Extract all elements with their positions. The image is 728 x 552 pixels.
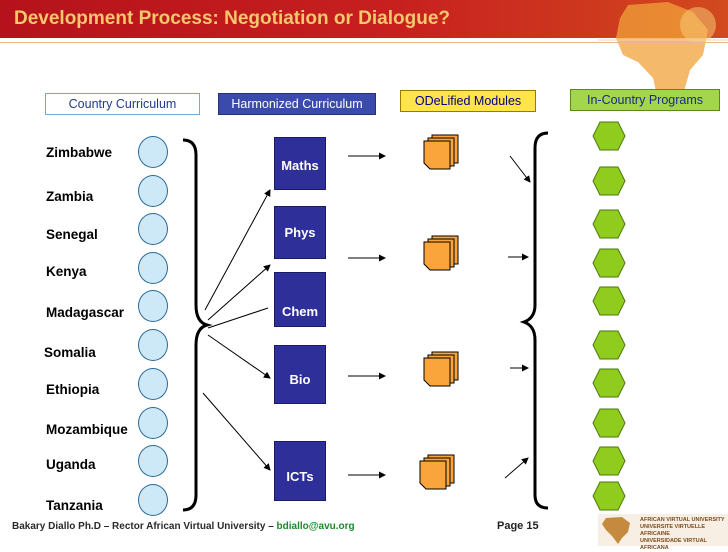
- footer-author: Bakary Diallo Ph.D – Rector African Virt…: [12, 521, 277, 532]
- footer-credit: Bakary Diallo Ph.D – Rector African Virt…: [12, 521, 355, 532]
- country-circle: [138, 445, 168, 477]
- page-title: Development Process: Negotiation or Dial…: [14, 8, 451, 29]
- program-hexagon-icon: [592, 446, 626, 476]
- country-circle: [138, 252, 168, 284]
- program-hexagon-icon: [592, 286, 626, 316]
- module-stack-icon: [423, 351, 459, 387]
- subject-box-maths: Maths: [274, 137, 326, 190]
- title-bar: [0, 0, 728, 38]
- country-label: Madagascar: [46, 305, 125, 320]
- subject-box-chem: Chem: [274, 272, 326, 327]
- header-harmonized-curriculum: Harmonized Curriculum: [218, 93, 376, 115]
- module-stack-icon: [419, 454, 455, 490]
- program-hexagon-icon: [592, 209, 626, 239]
- subject-label: Chem: [281, 304, 319, 319]
- program-hexagon-icon: [592, 368, 626, 398]
- subject-label: Maths: [281, 158, 319, 173]
- program-hexagon-icon: [592, 166, 626, 196]
- program-hexagon-icon: [592, 408, 626, 438]
- logo-line: AFRICAN VIRTUAL UNIVERSITY: [640, 517, 725, 523]
- header-in-country-programs: In-Country Programs: [570, 89, 720, 111]
- country-label: Zimbabwe: [46, 145, 113, 160]
- module-stack-icon: [423, 134, 459, 170]
- program-hexagon-icon: [592, 121, 626, 151]
- avu-logo-icon: [598, 514, 728, 546]
- country-label: Senegal: [46, 227, 98, 242]
- africa-map-decoration: [598, 2, 728, 112]
- subject-box-phys: Phys: [274, 206, 326, 259]
- country-label: Tanzania: [46, 498, 103, 513]
- country-circle: [138, 484, 168, 516]
- subject-label: Phys: [284, 225, 316, 240]
- country-label: Somalia: [44, 345, 96, 360]
- country-label: Kenya: [46, 264, 87, 279]
- subject-box-bio: Bio: [274, 345, 326, 404]
- country-circle: [138, 407, 168, 439]
- country-label: Ethiopia: [46, 382, 100, 397]
- program-hexagon-icon: [592, 481, 626, 511]
- header-country-curriculum: Country Curriculum: [45, 93, 200, 115]
- footer-email-link[interactable]: bdiallo@avu.org: [276, 521, 355, 532]
- country-circle: [138, 290, 168, 322]
- country-circle: [138, 329, 168, 361]
- avu-logo-text: AFRICAN VIRTUAL UNIVERSITY UNIVERSITE VI…: [640, 517, 728, 552]
- module-stack-icon: [423, 235, 459, 271]
- logo-line: UNIVERSITE VIRTUELLE AFRICAINE: [640, 524, 706, 537]
- header-odelified-modules: ODeLified Modules: [400, 90, 536, 112]
- title-underline: [0, 42, 728, 43]
- country-circle: [138, 136, 168, 168]
- right-brace: [519, 131, 549, 510]
- subject-label: Bio: [289, 372, 311, 387]
- country-label: Zambia: [46, 189, 94, 204]
- left-brace: [182, 138, 213, 512]
- country-circle: [138, 213, 168, 245]
- subject-box-icts: ICTs: [274, 441, 326, 501]
- country-label: Uganda: [46, 457, 96, 472]
- country-circle: [138, 175, 168, 207]
- program-hexagon-icon: [592, 330, 626, 360]
- country-circle: [138, 368, 168, 400]
- country-label: Mozambique: [46, 422, 128, 437]
- subject-label: ICTs: [286, 469, 314, 484]
- page-number: Page 15: [497, 520, 539, 532]
- program-hexagon-icon: [592, 248, 626, 278]
- logo-line: UNIVERSIDADE VIRTUAL AFRICANA: [640, 538, 707, 551]
